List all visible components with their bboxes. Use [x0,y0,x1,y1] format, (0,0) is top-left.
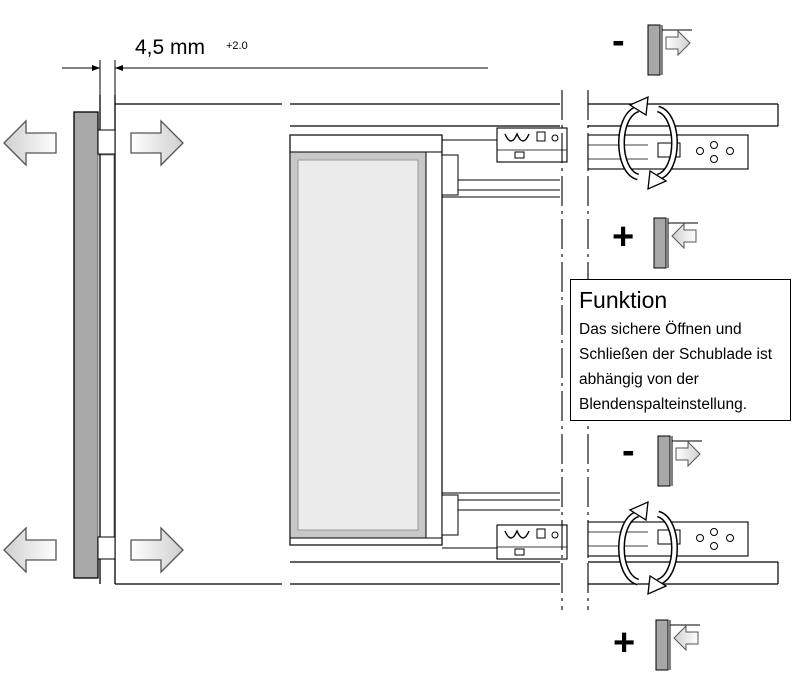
gap-dimension-value: 4,5 mm [135,36,206,59]
gap-dimension-tolerance: +2.0 [226,40,248,52]
function-info-box: Funktion Das sichere Öffnen und Schließe… [570,279,791,421]
pull-arrow-icon-bottom [655,619,701,671]
double-arrow-icon-right-top [130,120,184,166]
minus-sign-top: - [612,20,625,62]
info-line: abhängig von der [579,371,699,388]
info-line: Blendenspalteinstellung. [579,396,748,413]
pull-arrow-icon-top [653,217,699,269]
info-line: Das sichere Öffnen und [579,321,742,338]
plus-sign-top: + [612,216,635,258]
push-arrow-icon-bottom [657,435,703,487]
double-arrow-icon-left-bottom [3,527,57,573]
info-title: Funktion [579,287,668,313]
runner-rail-top [441,139,560,198]
push-arrow-icon-top [647,24,693,76]
cabinet-lines [115,103,560,585]
double-arrow-icon-right-bottom [130,527,184,573]
minus-sign-bottom: - [622,430,635,472]
runner-mechanism-top [496,127,568,163]
drawer-front-panel [73,111,99,579]
double-arrow-icon-left-top [3,120,57,166]
plus-sign-bottom: + [613,622,636,664]
info-line: Schließen der Schublade ist [579,346,773,363]
runner-mechanism-bottom [496,524,568,560]
dimension-line [62,60,488,95]
